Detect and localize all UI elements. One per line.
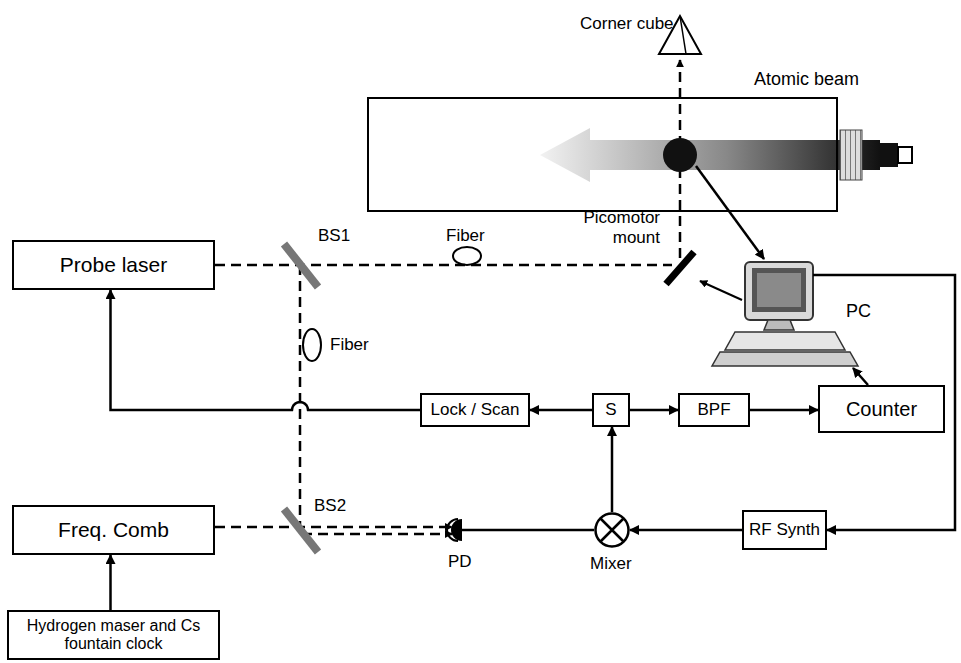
oven-body (880, 143, 898, 167)
mixer-symbol: Mixer (594, 512, 630, 548)
beam-splitter (284, 509, 318, 552)
part-label: Fiber (330, 335, 369, 355)
clock-box: Hydrogen maser and Cs fountain clock (7, 610, 220, 660)
laser-box: Probe laser (12, 240, 215, 290)
node-label: Freq. Comb (58, 518, 169, 542)
mixer-outline (594, 512, 630, 548)
signal-connector (696, 166, 764, 259)
part-label: PD (448, 552, 472, 572)
filter-box: BPF (678, 393, 750, 427)
part-label: BS1 (318, 226, 350, 246)
control-arrow (700, 281, 742, 300)
node-label: PC (846, 301, 871, 322)
photodiode (451, 519, 462, 541)
photodiode-rim (447, 519, 458, 541)
picomotor-mirror (666, 252, 694, 284)
signal-connector (750, 409, 818, 412)
signal-connector (111, 290, 421, 410)
node-label: Hydrogen maser and Cs fountain clock (9, 617, 218, 654)
node-label: Probe laser (60, 253, 167, 277)
signal-connector (630, 529, 742, 532)
comb-beam (215, 526, 452, 529)
node-label: Atomic beam (754, 69, 859, 90)
node-label: Mixer (590, 554, 632, 574)
comb-box: Freq. Comb (12, 505, 215, 555)
part-label: Corner cube (580, 14, 674, 34)
counter-box: Counter (818, 385, 945, 433)
oven-nozzle (898, 147, 912, 163)
interaction-region (663, 138, 697, 172)
node-label: BPF (697, 400, 730, 420)
node-label: S (605, 400, 616, 420)
synth-box: RF Synth (742, 510, 827, 550)
corner-cube-edge (680, 16, 686, 54)
pc-icon (712, 262, 858, 366)
node-label: RF Synth (749, 520, 820, 540)
node-label: Lock / Scan (431, 400, 520, 420)
signal-connector (530, 409, 592, 412)
probe-beam (215, 264, 672, 267)
part-label: Picomotor mount (560, 208, 660, 247)
fiber-loop (303, 329, 321, 361)
signal-connector (630, 409, 678, 412)
vacuum-chamber: Atomic beam (367, 97, 838, 212)
lock-box: Lock / Scan (420, 393, 530, 427)
signal-connector (611, 427, 614, 512)
beam-splitter (284, 244, 318, 287)
laser-beams (215, 60, 680, 534)
signal-connector (109, 555, 112, 610)
node-label: Counter (846, 398, 917, 421)
atomic-beam-arrow (540, 128, 880, 182)
signal-connector (853, 368, 868, 385)
pd-wire (462, 529, 594, 532)
fiber-loop (453, 247, 481, 265)
signal-connector (813, 275, 955, 530)
switch-box: S (592, 393, 630, 427)
oven-knurl (840, 130, 862, 180)
part-label: BS2 (314, 496, 346, 516)
split-beam (299, 265, 302, 530)
computer: PC (712, 255, 875, 370)
beat-beam (302, 533, 452, 536)
part-label: Fiber (446, 226, 485, 246)
